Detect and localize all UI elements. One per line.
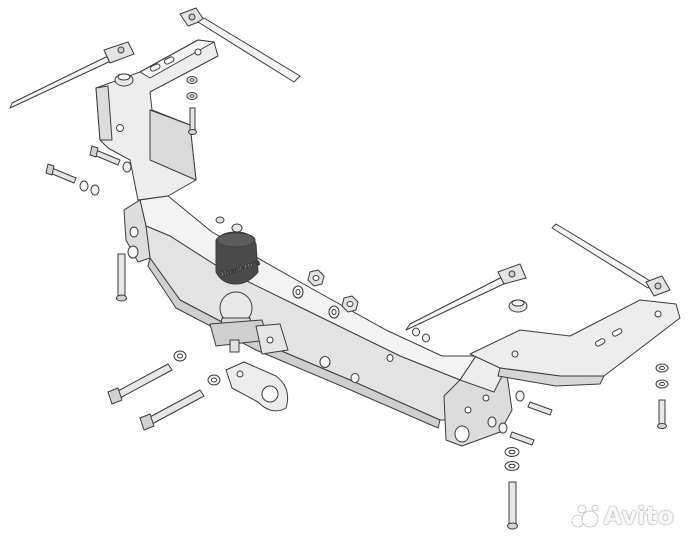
washers-right-bottom [504, 447, 520, 471]
bolt-right-lower [487, 416, 535, 446]
socket-plate [225, 361, 289, 412]
bolt-vertical-far-right [657, 399, 667, 429]
crossbar-left-end-plate [123, 199, 151, 263]
bolt-vertical-upper-left [188, 107, 197, 135]
tow-ball-mount-plate [255, 323, 289, 355]
bolt-left-lower [45, 163, 100, 196]
ball-cover: Bosal-Oris [215, 231, 261, 285]
bolt-right-mid [515, 390, 553, 416]
long-bolt-lower [139, 389, 205, 431]
nut-right-bracket [508, 299, 528, 313]
tie-strap-top [179, 7, 301, 83]
nut-left-bracket [114, 73, 134, 87]
ball-cover-cap-nut [215, 216, 243, 233]
right-mounting-bracket [469, 299, 681, 387]
tow-ball [209, 291, 269, 353]
nut-mid-lower [341, 295, 359, 313]
main-crossbar [139, 195, 477, 429]
washers-lower-left [173, 350, 221, 386]
washer-upper-left [186, 76, 198, 100]
tie-strap-right-lower [405, 263, 527, 343]
bolt-left-upper [89, 145, 132, 173]
avito-watermark-text: Avito [603, 502, 674, 530]
avito-logo-icon [572, 504, 599, 528]
washers-mid [292, 285, 340, 319]
washers-far-right [655, 363, 669, 389]
bolt-vertical-lower-left [116, 253, 127, 302]
nut-mid-upper [307, 269, 325, 287]
avito-watermark: Avito [570, 502, 674, 530]
bolt-vertical-right-bottom [507, 481, 518, 530]
tie-strap-left [9, 41, 135, 109]
tie-strap-right-upper [551, 223, 671, 297]
long-bolt-upper [107, 363, 173, 405]
left-mounting-bracket [95, 39, 219, 201]
